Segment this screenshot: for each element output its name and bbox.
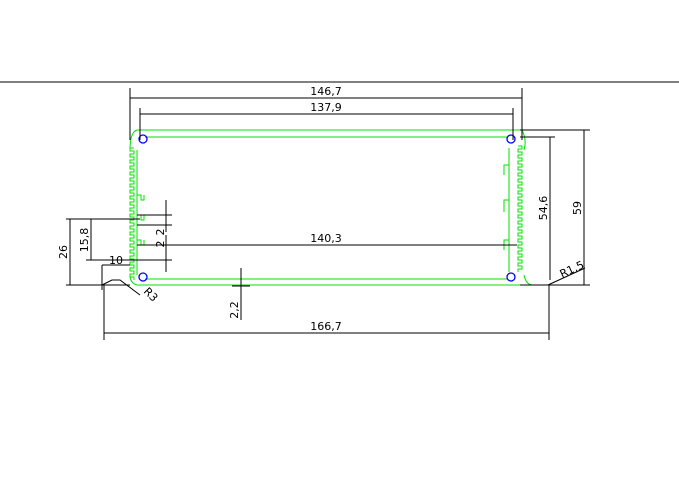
dim-140-3: 140,3 — [310, 232, 342, 245]
mounting-holes — [138, 134, 516, 282]
dimension-lines — [66, 88, 590, 340]
dim-r1-5: R1,5 — [558, 258, 586, 280]
dim-166-7: 166,7 — [310, 320, 342, 333]
dim-59: 59 — [571, 201, 584, 215]
hole-icon — [138, 272, 148, 282]
dim-15-8: 15,8 — [78, 228, 91, 253]
dim-54-6: 54,6 — [537, 196, 550, 221]
hole-icon — [506, 272, 516, 282]
dim-10: 10 — [109, 254, 123, 267]
profile-outline — [129, 129, 534, 286]
hole-icon — [506, 134, 516, 144]
dim-137-9: 137,9 — [310, 101, 342, 114]
dim-2-a: 2 — [154, 229, 167, 236]
dim-146-7: 146,7 — [310, 85, 342, 98]
hole-icon — [138, 134, 148, 144]
dim-2-2: 2,2 — [228, 301, 241, 319]
dim-26: 26 — [57, 245, 70, 259]
dim-2-b: 2 — [154, 241, 167, 248]
dim-r3: R3 — [141, 285, 161, 305]
